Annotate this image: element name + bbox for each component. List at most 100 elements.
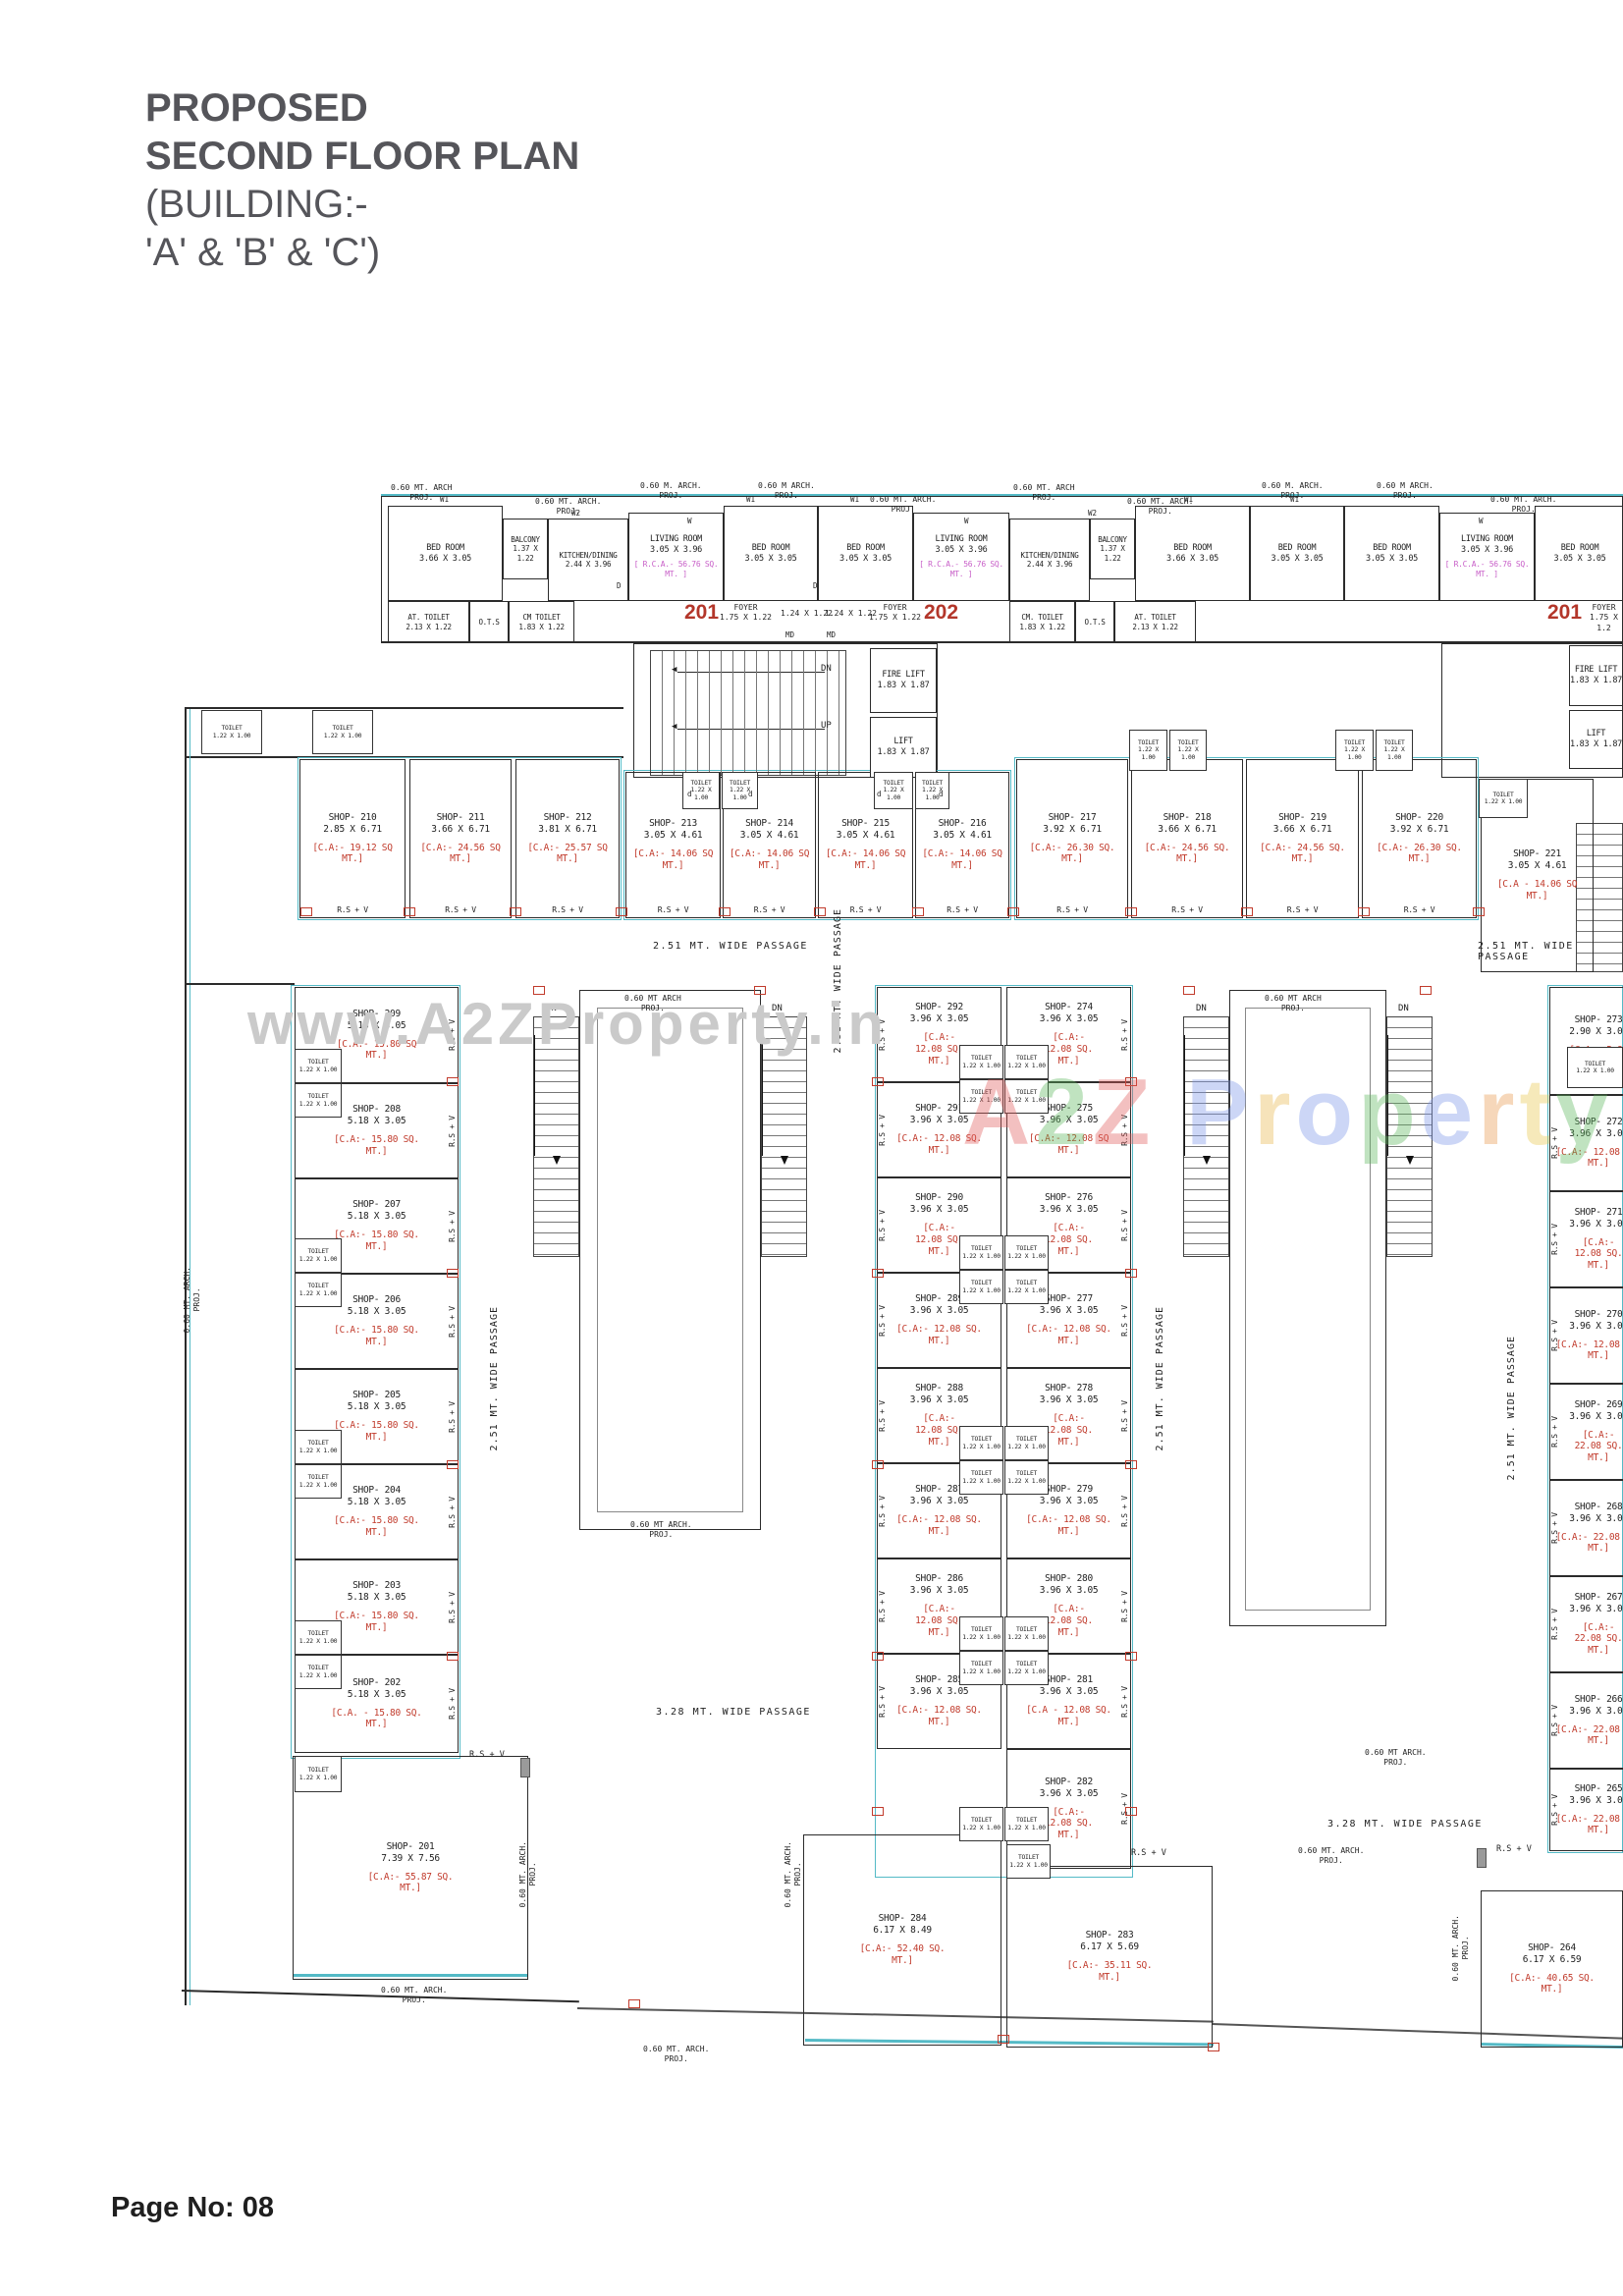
- room-dimension-shop-283: 6.17 X 5.69: [1080, 1941, 1139, 1953]
- room-carpet-area-shop-211: [C.A:- 24.56 SQ MT.]: [420, 842, 501, 865]
- room-name-shop-208: SHOP- 208: [352, 1104, 401, 1116]
- room-dimension-balcony-a: 1.37 X 1.22: [513, 544, 538, 563]
- label-micro-47: W: [687, 517, 692, 525]
- label-tri-39: ◀: [672, 722, 677, 732]
- room-ots-b: O.T.S: [1075, 601, 1114, 643]
- room-name-shop-275: SHOP- 275: [1045, 1103, 1093, 1115]
- label-arch-18: 0.60 MT ARCH PROJ.: [624, 994, 681, 1012]
- room-name-shop-210: SHOP- 210: [328, 811, 377, 823]
- label-arch-11: 0.60 M ARCH. PROJ.: [758, 481, 815, 500]
- label-micro-57: D: [617, 581, 622, 590]
- room-name-bed-a3: BED ROOM: [846, 542, 885, 553]
- room-name-toilet-m3b: TOILET: [1016, 1436, 1037, 1444]
- wall-segment-3: [633, 643, 938, 778]
- room-name-shop-278: SHOP- 278: [1045, 1383, 1093, 1394]
- rsv-label-shop-281: R.S + V: [1120, 1685, 1129, 1718]
- wall-segment-17: [185, 707, 187, 2005]
- room-name-toilet-m4b: TOILET: [1016, 1626, 1037, 1634]
- room-dimension-at-toilet-b: 2.13 X 1.22: [1132, 622, 1178, 631]
- room-dimension-shop-272: 3.96 X 3.05: [1569, 1127, 1623, 1139]
- room-dimension-toilet-204: 1.22 X 1.00: [298, 1481, 338, 1489]
- column-marker-24: [1125, 1652, 1137, 1661]
- room-dimension-toilet-203: 1.22 X 1.00: [298, 1637, 338, 1645]
- room-name-toilet-m1b: TOILET: [1016, 1055, 1037, 1063]
- room-name-shop-288: SHOP- 288: [915, 1383, 963, 1394]
- room-carpet-area-shop-216: [C.A:- 14.06 SQ MT.]: [922, 848, 1002, 871]
- room-carpet-area-shop-266: [C.A:- 22.08 SQ. MT.]: [1555, 1723, 1620, 1747]
- rsv-label-shop-202: R.S + V: [448, 1688, 457, 1720]
- wall-segment-13: [579, 990, 761, 1530]
- room-name-shop-279: SHOP- 279: [1045, 1484, 1093, 1496]
- room-dimension-toilet-205: 1.22 X 1.00: [298, 1447, 338, 1454]
- room-name-toilet-tl2: TOILET: [332, 725, 353, 733]
- room-name-shop-281: SHOP- 281: [1045, 1674, 1093, 1686]
- room-dimension-shop-266: 3.96 X 3.05: [1569, 1705, 1623, 1717]
- room-name-shop-276: SHOP- 276: [1045, 1192, 1093, 1204]
- room-dimension-shop-213: 3.05 X 4.61: [643, 830, 703, 842]
- label-arch-8: 0.60 MT. ARCH PROJ.: [391, 483, 453, 502]
- column-marker-25: [1125, 1807, 1137, 1816]
- room-name-toilet-m5c: TOILET: [1018, 1854, 1039, 1862]
- label-micro-51: W2: [1088, 509, 1098, 518]
- room-dimension-shop-291: 3.96 X 3.05: [909, 1115, 969, 1126]
- rsv-label-shop-206: R.S + V: [448, 1305, 457, 1338]
- room-name-shop-270: SHOP- 270: [1574, 1308, 1623, 1320]
- room-name-living-b: LIVING ROOM: [935, 534, 988, 545]
- wall-segment-14: [597, 1008, 743, 1512]
- column-marker-4: [719, 907, 730, 916]
- rsv-label-shop-214: R.S + V: [753, 905, 785, 914]
- room-carpet-area-shop-272: [C.A:- 12.08 SQ. MT.]: [1555, 1146, 1620, 1170]
- room-dimension-shop-275: 3.96 X 3.05: [1039, 1115, 1099, 1126]
- room-dimension-toilet-m2a: 1.22 X 1.00: [962, 1252, 1001, 1260]
- room-name-at-toilet-b: AT. TOILET: [1134, 613, 1176, 623]
- page-title: PROPOSED SECOND FLOOR PLAN (BUILDING:- '…: [145, 84, 579, 277]
- room-rca-living-c: [ R.C.A.- 56.76 SQ. MT. ]: [1444, 559, 1530, 578]
- column-marker-34: [520, 1758, 530, 1777]
- wall-segment-9: [1014, 757, 1479, 920]
- rsv-label-shop-288: R.S + V: [878, 1399, 887, 1432]
- wall-segment-7: [298, 757, 622, 920]
- room-dimension-toilet-218: 1.22 X 1.00: [1177, 746, 1199, 761]
- label-dn-35: DN: [772, 1004, 783, 1013]
- room-name-bed-b2: BED ROOM: [1277, 542, 1317, 553]
- room-dimension-shop-215: 3.05 X 4.61: [836, 830, 895, 842]
- label-passv-2: 2.51 MT. WIDE PASSAGE: [489, 1306, 500, 1451]
- room-dimension-shop-204: 5.18 X 3.05: [347, 1497, 406, 1508]
- rsv-label-shop-270: R.S + V: [1550, 1320, 1559, 1351]
- room-carpet-area-shop-279: [C.A:- 12.08 SQ. MT.]: [1026, 1514, 1111, 1537]
- label-pass-0: 2.51 MT. WIDE PASSAGE: [653, 941, 808, 952]
- room-dimension-shop-207: 5.18 X 3.05: [347, 1211, 406, 1223]
- room-carpet-area-shop-292: [C.A:- 12.08 SQ. MT.]: [915, 1032, 963, 1066]
- title-line-2: SECOND FLOOR PLAN: [145, 135, 580, 178]
- room-dimension-bed-a1: 3.66 X 3.05: [419, 553, 471, 564]
- wall-segment-5: [185, 707, 623, 709]
- label-arch-20: 0.60 MT ARCH. PROJ.: [630, 1520, 692, 1539]
- room-name-shop-209: SHOP- 209: [352, 1008, 401, 1019]
- staircase-3: [1183, 1016, 1229, 1257]
- label-archv-25: 0.60 MT. ARCH. PROJ.: [183, 1267, 201, 1334]
- wall-segment-25: [293, 1974, 528, 1977]
- label-arch-19: 0.60 MT ARCH PROJ.: [1265, 994, 1322, 1012]
- room-dimension-toilet-tl2: 1.22 X 1.00: [323, 732, 362, 739]
- room-carpet-area-shop-265: [C.A:- 22.08 SQ. MT.]: [1555, 1813, 1620, 1836]
- column-marker-16: [872, 1077, 884, 1086]
